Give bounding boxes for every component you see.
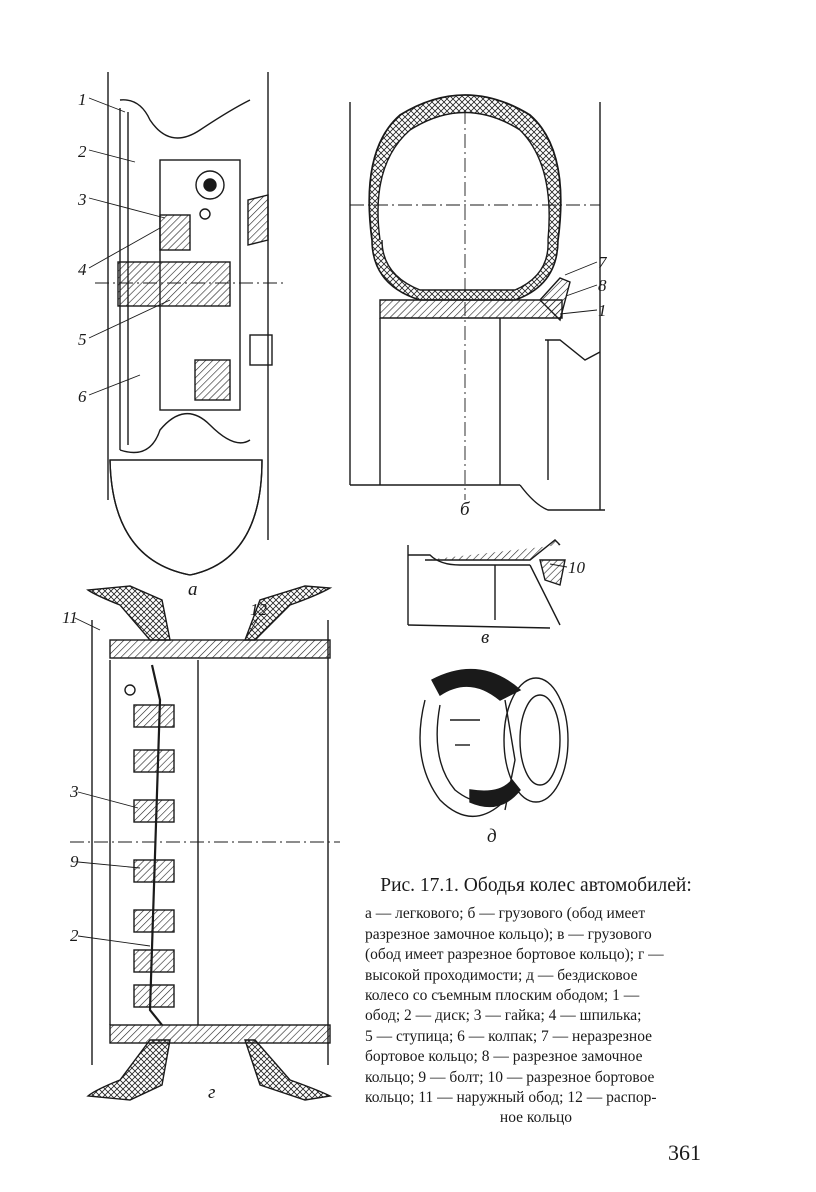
caption-line: (обод имеет разрезное бортовое кольцо); … [365,946,664,964]
subfigure-label-v: в [481,627,490,648]
drawing-b [349,94,605,511]
callout-v-10: 10 [568,558,585,577]
caption-line: обод; 2 — диск; 3 — гайка; 4 — шпилька; [365,1007,642,1025]
drawing-d [419,668,569,818]
caption-line: кольцо; 9 — болт; 10 — разрезное бортово… [365,1068,655,1086]
callout-b-7: 7 [598,253,607,272]
callout-g-12: 12 [250,600,267,619]
callout-b-8: 8 [598,276,607,295]
caption-line: кольцо; 11 — наружный обод; 12 — распор- [365,1089,657,1107]
page-number: 361 [668,1140,701,1165]
subfigure-label-g: г [208,1082,216,1103]
subfigure-label-d: д [487,826,497,847]
callout-a-6: 6 [78,387,87,406]
drawing-a [95,72,285,576]
caption-line: колесо со съемным плоским ободом; 1 — [365,987,640,1005]
callout-g-9: 9 [70,852,79,871]
drawing-v [407,539,566,629]
caption-line: 5 — ступица; 6 — колпак; 7 — неразрезное [365,1027,653,1045]
subfigure-label-b: б [460,499,470,520]
callout-a-3: 3 [78,190,87,209]
caption-line: разрезное замочное кольцо); в — грузовог… [365,925,652,943]
caption-title: Рис. 17.1. Ободья колес автомобилей: [380,875,692,896]
caption-body: а — легкового; б — грузового (обод имеет… [365,904,707,1128]
caption-line: бортовое кольцо; 8 — разрезное замочное [365,1048,643,1066]
callout-g-2: 2 [70,926,79,945]
callout-a-5: 5 [78,330,87,349]
callout-a-1: 1 [78,90,87,109]
callout-g-3: 3 [70,782,79,801]
subfigure-label-a: а [188,579,198,600]
drawing-g [70,585,340,1101]
caption-line: а — легкового; б — грузового (обод имеет [365,905,646,923]
figure-caption: Рис. 17.1. Ободья колес автомобилей: а —… [365,875,707,1129]
callout-g-11: 11 [62,608,78,627]
callout-b-1: 1 [598,301,607,320]
caption-line: высокой проходимости; д — бездисковое [365,966,638,984]
callout-a-2: 2 [78,142,87,161]
caption-line: ное кольцо [499,1109,573,1127]
callout-a-4: 4 [78,260,87,279]
